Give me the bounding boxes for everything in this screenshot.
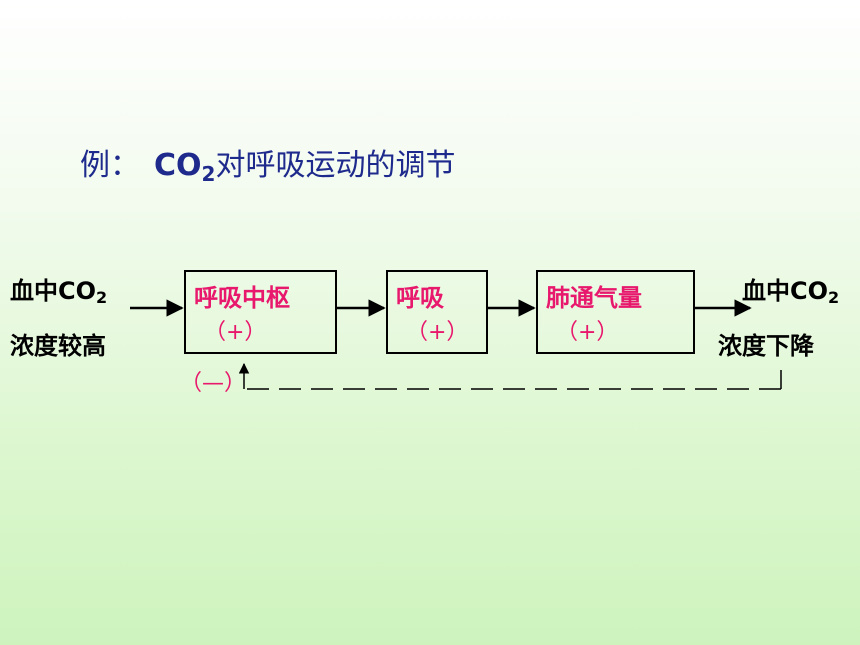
- output-label: 血中CO2 浓度下降: [718, 276, 839, 361]
- output-line1: 血中CO2: [742, 277, 840, 307]
- input-line2: 浓度较高: [10, 332, 106, 360]
- node-respiration: 呼吸 （+）: [386, 270, 488, 354]
- input-label: 血中CO2 浓度较高: [10, 276, 107, 361]
- feedback-sign: （—）: [180, 371, 247, 396]
- node-sign: （+）: [204, 320, 267, 345]
- node-sign: （+）: [406, 320, 469, 345]
- title-prefix: 例：: [80, 148, 140, 183]
- title-co2: CO2: [154, 148, 216, 186]
- input-line1: 血中CO2: [10, 277, 108, 307]
- node-sign: （+）: [556, 320, 619, 345]
- slide-title: 例： CO2对呼吸运动的调节: [80, 140, 455, 186]
- title-rest: 对呼吸运动的调节: [215, 148, 456, 183]
- node-ventilation: 肺通气量 （+）: [536, 270, 695, 354]
- output-line2: 浓度下降: [718, 332, 814, 360]
- node-name: 呼吸: [396, 284, 444, 312]
- node-name: 肺通气量: [546, 284, 642, 312]
- node-name: 呼吸中枢: [194, 284, 290, 312]
- node-respiratory-center: 呼吸中枢 （+）: [184, 270, 337, 354]
